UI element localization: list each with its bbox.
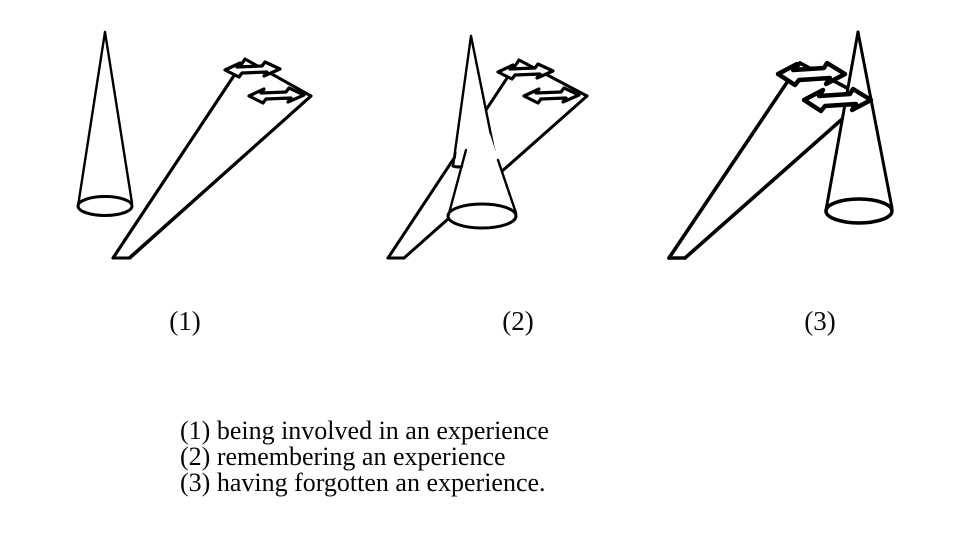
figure-1: [76, 30, 313, 260]
figure-3-cone: [824, 30, 894, 225]
figure-1-cone: [76, 30, 134, 217]
figure-3-arrow-upper: [775, 60, 848, 88]
figure-2-arrow-upper: [496, 62, 555, 81]
caption-line-1: (1) being involved in an experience: [180, 416, 549, 445]
figure-1-arrow-lower: [247, 86, 306, 105]
figure-number-1: (1): [169, 306, 201, 336]
caption-line-2: (2) remembering an experience: [180, 442, 506, 471]
figure-3-plane: [667, 61, 868, 260]
figure-number-labels: (1) (2) (3): [0, 298, 960, 344]
figure-row: .ln { fill:none; stroke:#000; stroke-lin…: [76, 30, 894, 260]
figure-3-arrow-lower: [801, 86, 874, 114]
figure-number-2: (2): [502, 306, 534, 336]
figure-1-arrow-upper: [223, 60, 282, 79]
figure-2-arrow-lower: [522, 86, 581, 105]
diagram-svg: .ln { fill:none; stroke:#000; stroke-lin…: [76, 30, 894, 260]
figure-1-plane: [111, 57, 313, 260]
caption-block: (1) being involved in an experience (2) …: [180, 416, 800, 497]
figure-2-cone-lower: [446, 125, 518, 230]
figure-3: [667, 30, 894, 260]
caption-line-3: (3) having forgotten an experience.: [180, 468, 546, 497]
figure-number-3: (3): [804, 306, 836, 336]
figure-2: [386, 34, 589, 260]
